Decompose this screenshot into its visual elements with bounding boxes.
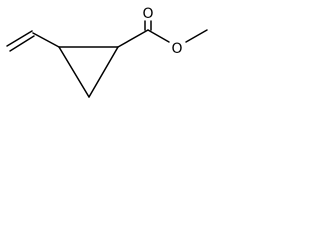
ring-bond-right xyxy=(88,46,119,98)
ring-to-carbonyl-bond xyxy=(117,29,149,48)
vinyl-double-bond-inner xyxy=(9,35,35,52)
methyl-bond xyxy=(185,29,208,43)
vinyl-double-bond-outer xyxy=(6,30,33,47)
ring-bond-left xyxy=(58,46,90,98)
carbonyl-oxygen-label: O xyxy=(142,6,153,22)
molecule-structure: O O xyxy=(6,6,208,98)
ester-single-bond xyxy=(147,29,170,43)
ester-oxygen-label: O xyxy=(171,41,182,57)
vinyl-single-bond xyxy=(32,32,60,48)
